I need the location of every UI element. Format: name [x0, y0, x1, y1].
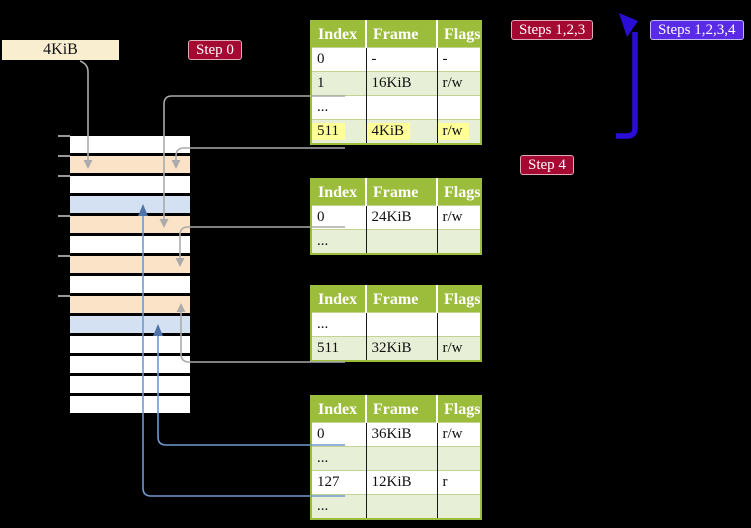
memory-tick — [58, 255, 70, 257]
memory-tick — [58, 155, 70, 157]
table-cell: ... — [311, 312, 367, 337]
table-cell: 511 — [311, 336, 367, 361]
step4-badge: Step 4 — [520, 155, 574, 175]
table-cell — [437, 446, 482, 471]
column-header-frame: Frame — [366, 179, 438, 206]
memory-tick — [58, 215, 70, 217]
table-cell — [366, 95, 438, 120]
table-cell: ... — [311, 229, 367, 254]
column-header-flags: Flags — [437, 396, 482, 423]
table-cell: 1 — [311, 71, 367, 96]
table-cell — [366, 312, 438, 337]
page-size-label: 4KiB — [2, 40, 119, 60]
table-cell — [366, 494, 438, 519]
memory-row-7-orange — [70, 256, 190, 273]
column-header-flags: Flags — [437, 179, 482, 206]
table-cell — [437, 95, 482, 120]
table-cell — [366, 446, 438, 471]
memory-tick — [58, 295, 70, 297]
table-cell — [437, 229, 482, 254]
memory-row-4-blue — [70, 196, 190, 213]
memory-row-9-orange — [70, 296, 190, 313]
table-cell: r/w — [437, 422, 482, 447]
table-cell: 4KiB — [366, 119, 438, 144]
highlighted-value: r/w — [437, 123, 469, 140]
memory-row-13-white — [70, 376, 190, 393]
table-cell: r/w — [437, 119, 482, 144]
table-row: 0-- — [311, 47, 482, 72]
table-cell: ... — [311, 95, 367, 120]
memory-tick — [58, 135, 70, 137]
column-header-frame: Frame — [366, 286, 438, 313]
table-row: ... — [311, 229, 482, 254]
table-cell: r/w — [437, 205, 482, 230]
table-cell: 12KiB — [366, 470, 438, 495]
column-header-index: Index — [311, 179, 367, 206]
steps123-badge: Steps 1,2,3 — [511, 20, 594, 40]
column-header-flags: Flags — [437, 286, 482, 313]
table-row: ... — [311, 494, 482, 519]
column-header-index: Index — [311, 21, 367, 48]
memory-tick — [58, 175, 70, 177]
table-cell: r/w — [437, 336, 482, 361]
table-cell: - — [366, 47, 438, 72]
table-cell: r/w — [437, 71, 482, 96]
memory-row-12-white — [70, 356, 190, 373]
table-cell: - — [437, 47, 482, 72]
memory-row-5-orange — [70, 216, 190, 233]
table-cell: 0 — [311, 205, 367, 230]
repeat-walk-arrow — [616, 13, 638, 139]
memory-row-14-white — [70, 396, 190, 413]
memory-row-6-white — [70, 236, 190, 253]
memory-row-3-white — [70, 176, 190, 193]
memory-column — [70, 136, 190, 413]
column-header-frame: Frame — [366, 396, 438, 423]
table-cell — [437, 494, 482, 519]
column-header-frame: Frame — [366, 21, 438, 48]
memory-row-8-white — [70, 276, 190, 293]
table-cell: 16KiB — [366, 71, 438, 96]
table-cell: ... — [311, 446, 367, 471]
arrow-4kib-frame — [171, 147, 345, 169]
memory-row-11-white — [70, 336, 190, 353]
table-cell: 0 — [311, 422, 367, 447]
table-cell — [437, 312, 482, 337]
table-row: ... — [311, 446, 482, 471]
table-cell: 127 — [311, 470, 367, 495]
table-cell — [366, 229, 438, 254]
table-row: ... — [311, 95, 482, 120]
highlighted-value: 4KiB — [366, 123, 411, 140]
table-row: 511 4KiB r/w — [311, 119, 482, 144]
table-cell: 24KiB — [366, 205, 438, 230]
column-header-index: Index — [311, 286, 367, 313]
memory-row-2-orange — [70, 156, 190, 173]
column-header-index: Index — [311, 396, 367, 423]
table-cell: 32KiB — [366, 336, 438, 361]
highlighted-value: 511 — [312, 123, 345, 140]
table-row: ... — [311, 312, 482, 337]
memory-row-1-white — [70, 136, 190, 153]
table-cell: 36KiB — [366, 422, 438, 447]
table-cell: 0 — [311, 47, 367, 72]
column-header-flags: Flags — [437, 21, 482, 48]
memory-row-10-blue — [70, 316, 190, 333]
table-cell: 511 — [311, 119, 367, 144]
step0-badge: Step 0 — [188, 40, 242, 60]
table-cell: r — [437, 470, 482, 495]
steps1234-badge: Steps 1,2,3,4 — [650, 20, 744, 40]
table-cell: ... — [311, 494, 367, 519]
